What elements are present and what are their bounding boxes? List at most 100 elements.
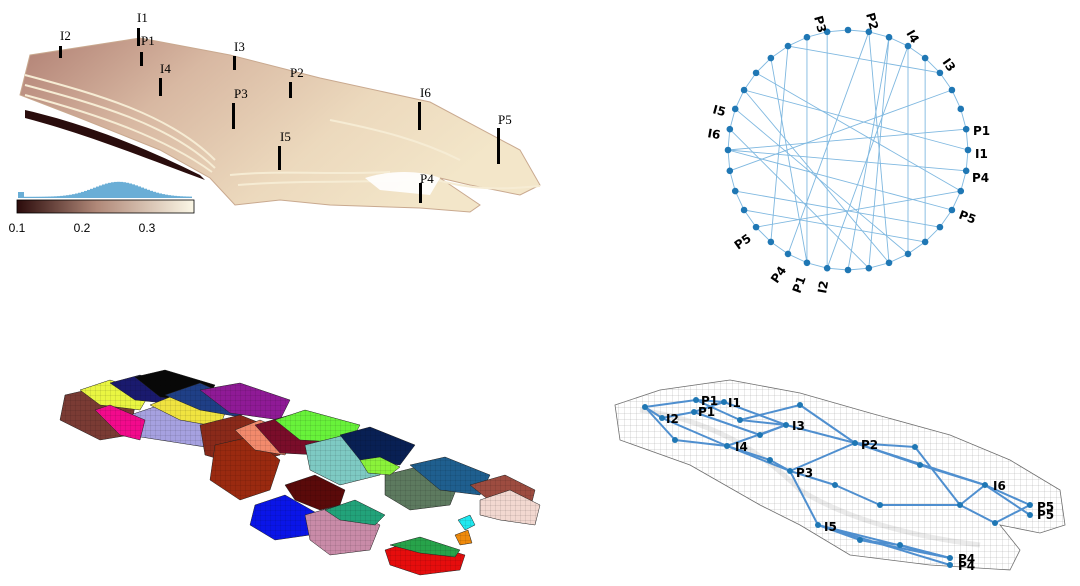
network-node — [815, 522, 821, 528]
graph-edge — [827, 29, 849, 33]
graph-edge — [868, 31, 890, 38]
circular-graph-labels: P3 P2 I4 I3 I5 I6 P1 I1 P4 P5 P5 P4 P1 I… — [706, 11, 990, 295]
region-block-grid — [150, 393, 225, 427]
network-edge — [984, 484, 1031, 516]
histogram-bar — [174, 195, 177, 198]
region-block-grid — [275, 410, 360, 443]
graph-node — [885, 33, 893, 41]
well-I1: I1 — [137, 10, 148, 46]
graph-edge — [951, 89, 962, 110]
network-edge — [693, 411, 761, 436]
colorbar-tick: 0.2 — [74, 221, 91, 235]
network-edge — [854, 442, 916, 448]
graph-node — [752, 69, 760, 77]
network-edge — [661, 417, 728, 447]
network-edge — [914, 446, 961, 506]
graph-node — [803, 33, 811, 41]
well-I6: I6 — [418, 85, 431, 130]
network-node — [757, 432, 763, 438]
graph-node — [731, 187, 739, 195]
graph-node — [936, 69, 944, 77]
histogram-bar — [126, 182, 129, 198]
graph-node — [823, 264, 831, 272]
histogram-bar — [150, 190, 153, 198]
histogram-bar — [102, 184, 105, 198]
histogram-bar — [165, 194, 168, 198]
graph-edge — [743, 72, 757, 91]
network-node — [724, 443, 730, 449]
porosity-colorbar — [16, 199, 195, 214]
graph-node — [726, 125, 734, 133]
well-I5: I5 — [278, 129, 291, 170]
histogram-bar — [54, 196, 57, 198]
network-node — [877, 502, 883, 508]
well-label: P5 — [498, 112, 512, 127]
well-label: I6 — [420, 85, 431, 100]
network-node — [897, 542, 903, 548]
network-node — [957, 502, 963, 508]
histogram-bar — [135, 185, 138, 198]
network-label: P4 — [958, 552, 975, 566]
region-block-grid — [410, 457, 490, 495]
graph-edge — [907, 45, 926, 59]
network-edge — [739, 404, 801, 421]
graph-node — [921, 54, 929, 62]
histogram-bar — [180, 196, 183, 198]
node-label: P5 — [732, 231, 754, 252]
graph-edge — [729, 89, 953, 172]
network-nodes — [642, 397, 1033, 568]
histogram-bar — [153, 191, 156, 198]
well-I4: I4 — [159, 61, 171, 96]
network-label: P4 — [958, 559, 975, 573]
graph-node — [767, 238, 775, 246]
network-edge — [695, 399, 741, 421]
graph-node — [784, 250, 792, 258]
well-label: I3 — [234, 39, 245, 54]
graph-edge — [770, 45, 789, 59]
graph-edge — [806, 31, 828, 38]
well-markers: I2 I1 P1 I4 I3 P3 P2 I5 I6 P4 P5 — [59, 10, 512, 203]
reservoir-layer-bands — [24, 74, 541, 190]
network-edge — [899, 544, 951, 559]
network-edge — [644, 406, 676, 441]
region-block-grid — [458, 515, 475, 530]
histogram-bar — [147, 189, 150, 198]
porosity-reservoir-panel: I2 I1 P1 I4 I3 P3 P2 I5 I6 P4 P5 0.1 0.2… — [0, 0, 545, 290]
histogram-bar — [156, 192, 159, 198]
region-block-grid — [340, 427, 415, 465]
histogram-bar — [72, 194, 75, 198]
network-edge — [789, 470, 836, 486]
network-node — [832, 482, 838, 488]
network-edge — [789, 470, 819, 526]
graph-edge — [755, 190, 961, 228]
graph-node — [803, 259, 811, 267]
network-node — [1027, 512, 1033, 518]
network-edge — [789, 442, 856, 472]
graph-edge — [787, 45, 941, 74]
porosity-reservoir-svg: I2 I1 P1 I4 I3 P3 P2 I5 I6 P4 P5 0.1 0.2… — [9, 10, 541, 235]
network-node — [672, 437, 678, 443]
network-node — [783, 422, 789, 428]
histogram-bar — [183, 196, 186, 198]
network-label: P3 — [796, 466, 813, 480]
graph-edge — [907, 241, 926, 255]
regions-svg — [59, 369, 541, 576]
network-node — [982, 482, 988, 488]
histogram-bar — [171, 195, 174, 198]
well-label: P2 — [290, 65, 304, 80]
histogram-bar — [36, 196, 39, 198]
network-edge — [994, 504, 1031, 524]
network-edge — [959, 504, 996, 524]
graph-edge — [734, 108, 909, 255]
mesh-outline — [614, 379, 1066, 571]
network-label: I5 — [824, 520, 837, 534]
region-block-grid — [200, 383, 290, 420]
graph-edge — [735, 190, 941, 228]
histogram-bar — [63, 195, 66, 198]
well-label: P4 — [420, 171, 434, 186]
network-edge — [674, 439, 728, 447]
region-block-grid — [285, 475, 345, 510]
network-node — [852, 440, 858, 446]
graph-edge — [787, 36, 808, 47]
network-label: P1 — [701, 394, 718, 408]
